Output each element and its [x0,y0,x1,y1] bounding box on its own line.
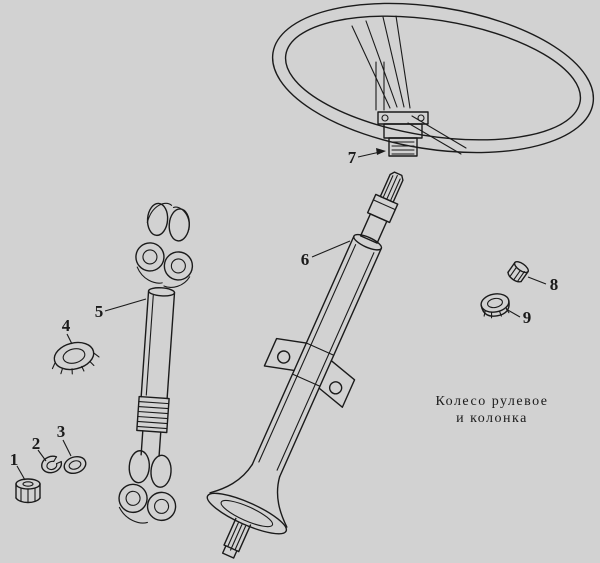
part-3-washer-drawing [63,455,87,475]
callout-4: 4 [62,316,71,335]
part-4-locknut-drawing [51,341,100,375]
part-1-nut-drawing [15,478,41,504]
part-8-bushing-drawing [507,260,529,283]
part-2-lock-washer-drawing [41,455,63,474]
callout-2: 2 [32,434,41,453]
callout-1: 1 [10,450,19,469]
callout-8: 8 [550,275,559,294]
callout-9: 9 [523,308,532,327]
part-9-bushing-drawing [480,293,510,319]
callout-labels: 1 2 3 4 5 6 7 8 9 [10,148,559,469]
callout-7: 7 [348,148,357,167]
steering-wheel-drawing [271,2,595,157]
figure-caption-line1: Колесо рулевое [435,394,548,409]
universal-joint-shaft-drawing [118,202,194,524]
callout-3: 3 [57,422,66,441]
callout-leader-lines [16,148,547,481]
figure-caption: Колесо рулевое и колонка [435,394,548,426]
figure-caption-line2: и колонка [456,411,528,426]
callout-6: 6 [301,250,310,269]
steering-column-drawing [206,171,404,559]
callout-5: 5 [95,302,104,321]
steering-wheel-hub [377,111,429,157]
